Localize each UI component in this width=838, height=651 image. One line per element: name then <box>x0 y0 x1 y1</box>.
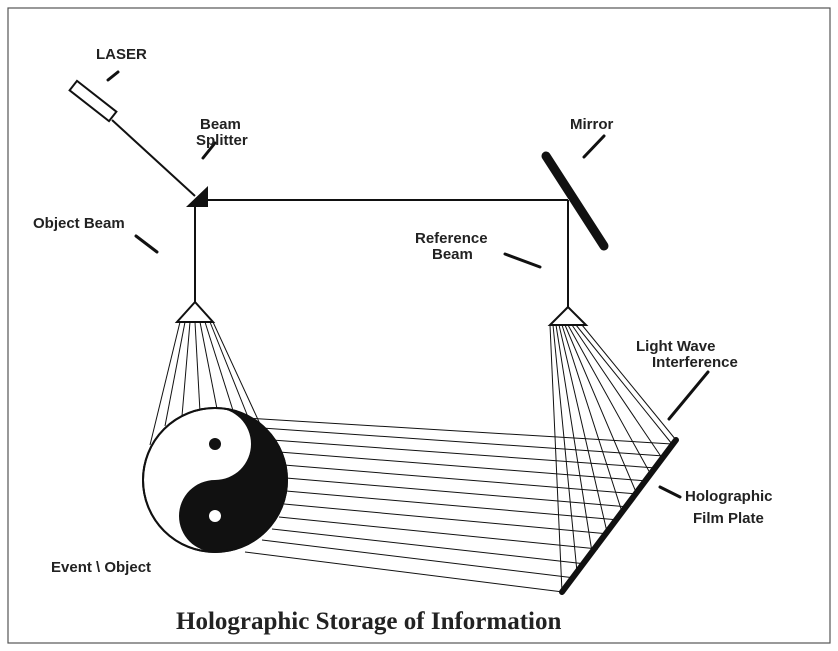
mirror <box>541 151 609 251</box>
diagram-title: Holographic Storage of Information <box>176 608 561 635</box>
object-lens <box>174 300 216 323</box>
label-pointers <box>106 70 710 499</box>
object-beam-label: Object Beam <box>33 215 125 232</box>
light-wave-label-line1: Light Wave <box>636 338 715 355</box>
diagram-frame <box>7 7 831 644</box>
laser-label: LASER <box>96 46 147 63</box>
event-object-label: Event \ Object <box>51 559 151 576</box>
film-plate-label-line1: Holographic <box>685 488 773 505</box>
beam-splitter-label-line1: Beam <box>200 116 241 133</box>
reference-lens <box>547 305 589 326</box>
reference-beam-label-line2: Beam <box>432 246 473 263</box>
film-plate-label-line2: Film Plate <box>693 510 764 527</box>
beam-splitter <box>186 186 208 207</box>
reference-illumination-rays <box>549 324 677 593</box>
mirror-label: Mirror <box>570 116 614 133</box>
reference-beam-label-line1: Reference <box>415 230 488 247</box>
beam-splitter-label-line2: Splitter <box>196 132 248 149</box>
holographic-film-plate <box>559 437 679 595</box>
laser-device <box>68 79 118 123</box>
object-scattered-rays <box>244 417 673 593</box>
light-wave-label-line2: Interference <box>652 354 738 371</box>
laser-beam <box>111 119 196 197</box>
yin-yang-icon <box>142 407 288 553</box>
